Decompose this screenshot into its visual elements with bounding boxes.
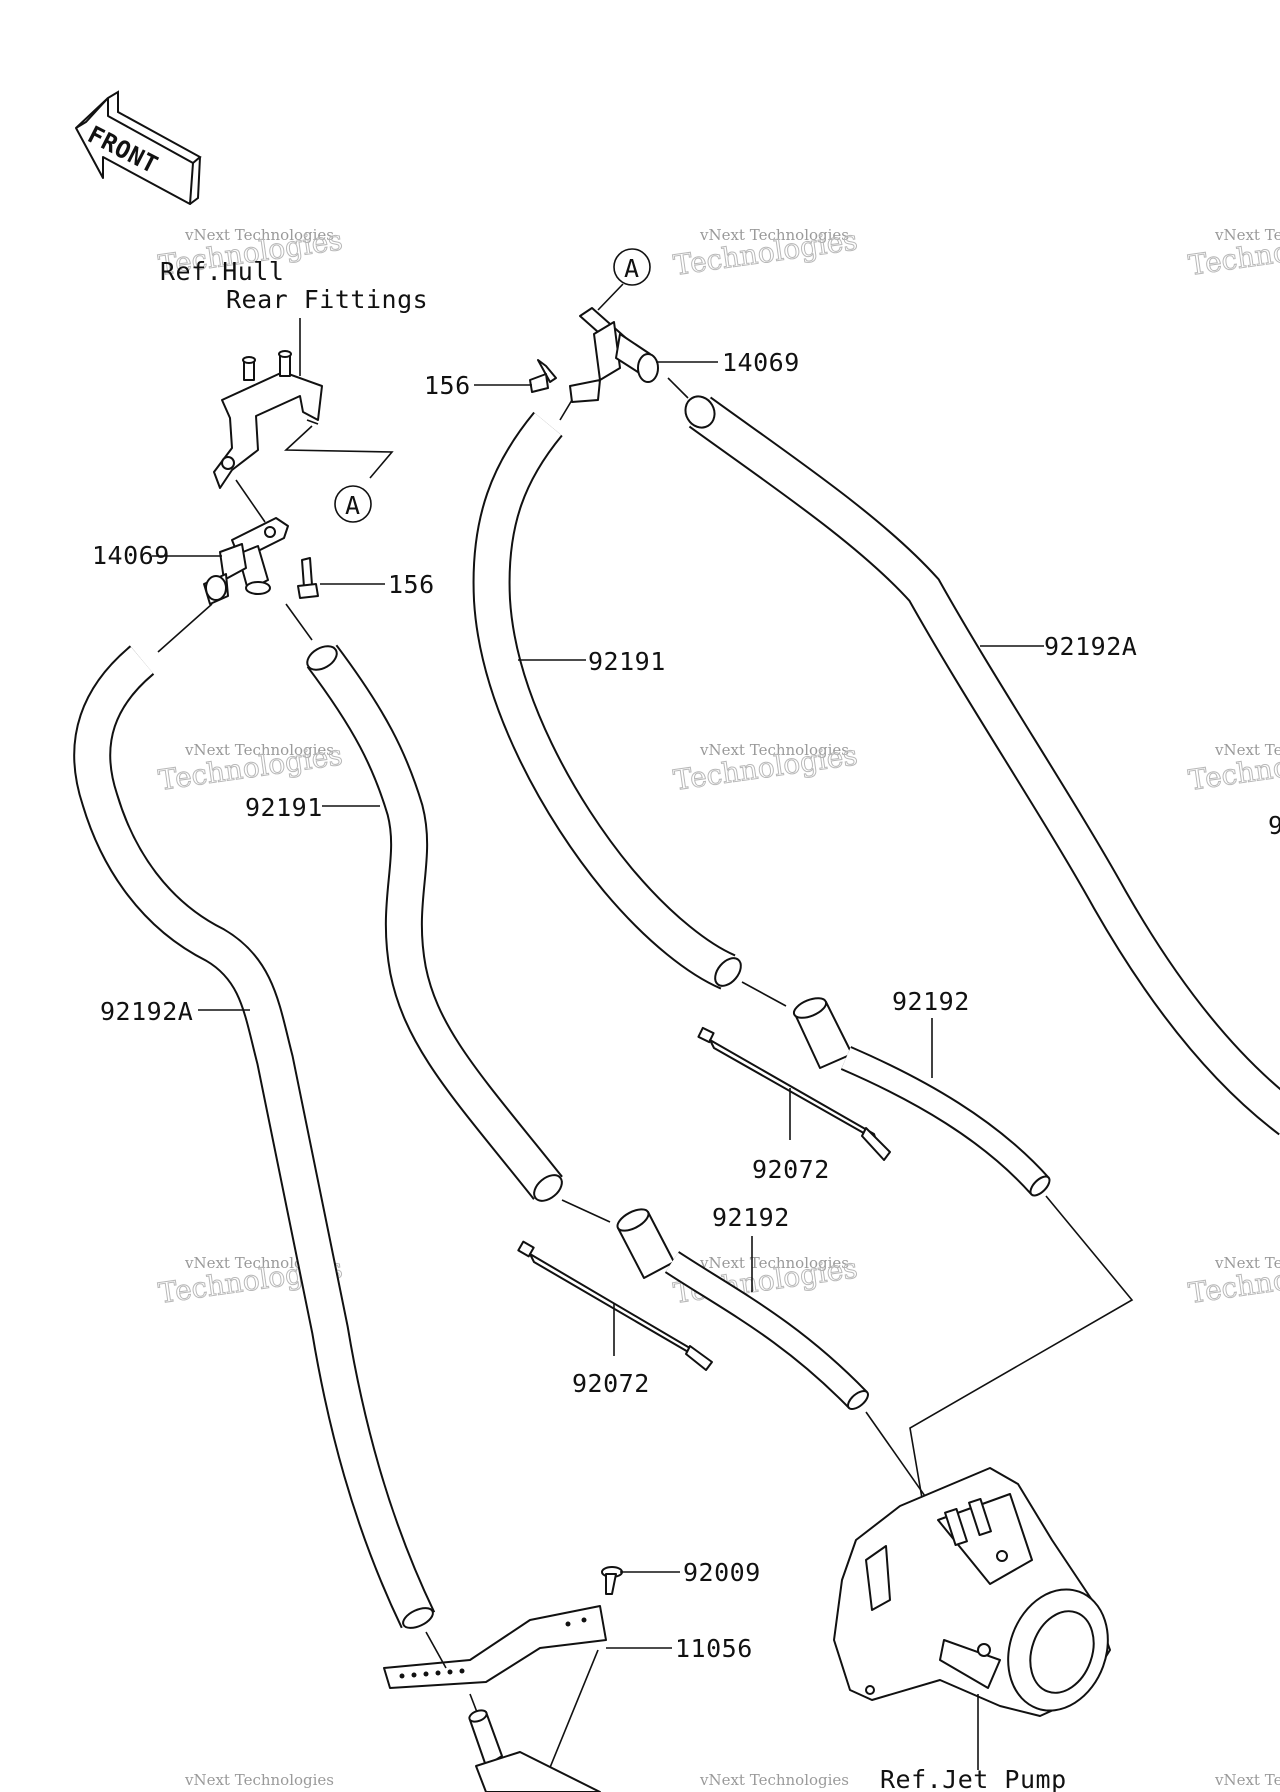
screw-92009 [601, 1566, 623, 1595]
svg-text:vNext Technologies: vNext Technologies [699, 1771, 849, 1789]
svg-text:vNext Technologies: vNext Technologies [184, 1771, 334, 1789]
ref-jet-pump-label: Ref.Jet Pump [880, 1765, 1067, 1792]
lower-fitting [468, 1709, 601, 1792]
svg-text:vNext Technologies: vNext Technologies [699, 1254, 849, 1272]
leader-line [667, 377, 689, 399]
cable-tie-92072-upper [697, 1026, 891, 1161]
part-92191-right: 92191 [588, 647, 666, 676]
bolt-156-top [529, 359, 557, 393]
part-92072-lower: 92072 [572, 1369, 650, 1398]
ref-hull-label: Ref.Hull [160, 257, 284, 286]
watermark: vNext Technologies Technologies [1186, 223, 1280, 282]
fitting-14069-top [569, 307, 659, 403]
part-14069-left: 14069 [92, 541, 170, 570]
bolt-156-left [297, 557, 319, 599]
callout-a-left: A [345, 491, 361, 520]
part-92191-left: 92191 [245, 793, 323, 822]
fitting-14069-left [203, 517, 289, 605]
svg-text:vNext Technologies: vNext Technologies [1214, 741, 1280, 759]
callout-a-left-circle [334, 485, 372, 523]
part-14069-top: 14069 [722, 348, 800, 377]
callout-a-top-circle [613, 248, 651, 286]
svg-text:vNext Technologies: vNext Technologies [1214, 1771, 1280, 1789]
jet-pump [833, 1467, 1111, 1717]
part-92192a-right: 92192A [1044, 632, 1137, 661]
leader-line [559, 399, 573, 421]
leader-line [235, 479, 266, 523]
svg-text:vNext Technologies: vNext Technologies [184, 741, 334, 759]
cable-tie-92072-lower [517, 1240, 713, 1371]
watermark: vNext Technologies Technologies [156, 738, 345, 797]
leader-line [285, 603, 313, 641]
hose-92192a-left [73, 645, 436, 1629]
watermark: vNext Technologies Technologies [1186, 738, 1280, 797]
svg-text:vNext Technologies: vNext Technologies [699, 741, 849, 759]
hose-92191-right [472, 411, 742, 990]
edge-partial-label: 9 [1268, 811, 1280, 840]
part-92192-upper: 92192 [892, 987, 970, 1016]
svg-text:vNext Technologies: vNext Technologies [184, 226, 334, 244]
watermark: vNext Technologies [1214, 1771, 1280, 1789]
tube-92192-lower [616, 1208, 869, 1410]
watermark: vNext Technologies [699, 1771, 849, 1789]
leader-line [425, 1631, 447, 1669]
hose-92191-left [306, 644, 563, 1202]
watermark: vNext Technologies Technologies [1186, 1251, 1280, 1310]
bracket-11056 [383, 1605, 607, 1689]
part-156-top: 156 [424, 371, 471, 400]
leader-line [909, 1195, 1134, 1511]
callout-a-top: A [624, 254, 640, 283]
svg-text:vNext Technologies: vNext Technologies [699, 226, 849, 244]
svg-text:vNext Technologies: vNext Technologies [1214, 226, 1280, 244]
leader-line [283, 425, 394, 479]
watermark: vNext Technologies Technologies [671, 738, 860, 797]
front-arrow-icon: FRONT [75, 90, 202, 205]
part-92072-upper: 92072 [752, 1155, 830, 1184]
leader-line [561, 1199, 611, 1223]
watermark: vNext Technologies [184, 1771, 334, 1789]
leader-line [157, 603, 213, 653]
rear-fittings-label: Rear Fittings [226, 285, 428, 314]
hose-92192a-right [684, 395, 1280, 1136]
part-92192a-left: 92192A [100, 997, 193, 1026]
part-92009: 92009 [683, 1558, 761, 1587]
tube-92192-upper [792, 997, 1051, 1197]
svg-text:vNext Technologies: vNext Technologies [1214, 1254, 1280, 1272]
watermark-group: vNext Technologies Technologies vNext Te… [156, 223, 1280, 1789]
part-11056: 11056 [675, 1634, 753, 1663]
part-92192-lower: 92192 [712, 1203, 790, 1232]
part-156-left: 156 [388, 570, 435, 599]
watermark: vNext Technologies Technologies [671, 223, 860, 282]
rear-fittings-bracket [213, 350, 323, 489]
leader-line [741, 981, 787, 1007]
leader-line [597, 283, 624, 311]
